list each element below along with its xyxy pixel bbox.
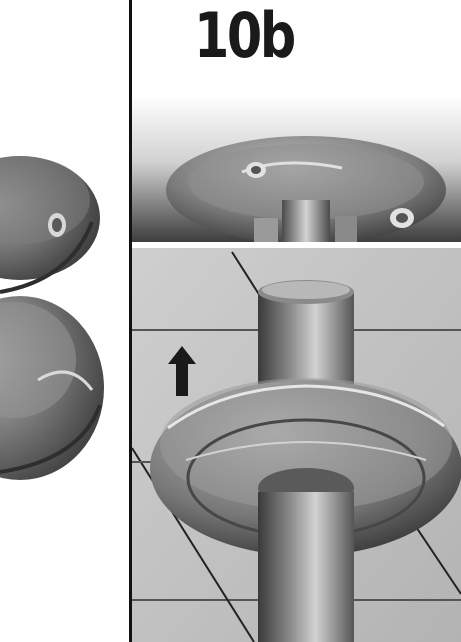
step-number: 10b xyxy=(194,0,296,72)
bolt-head-icon xyxy=(390,208,414,228)
step-panel: 10b xyxy=(132,0,461,642)
flange-part xyxy=(166,136,446,242)
bolt-head-icon xyxy=(48,213,66,237)
flange-on-shaft-view xyxy=(132,248,461,642)
bolt-head-icon xyxy=(246,162,266,178)
up-arrow-icon xyxy=(168,346,196,396)
flange-bottom-view xyxy=(132,96,461,242)
panel-divider xyxy=(129,0,132,642)
view-separator xyxy=(132,242,461,248)
flange-on-shaft-illustration xyxy=(132,248,461,642)
previous-step-illustration xyxy=(0,156,104,480)
upper-flange-part xyxy=(0,156,100,294)
lower-flange-part xyxy=(0,296,104,480)
previous-step-panel xyxy=(0,0,129,642)
shaft-lower xyxy=(258,492,354,642)
flange-bottom-illustration xyxy=(132,96,461,242)
